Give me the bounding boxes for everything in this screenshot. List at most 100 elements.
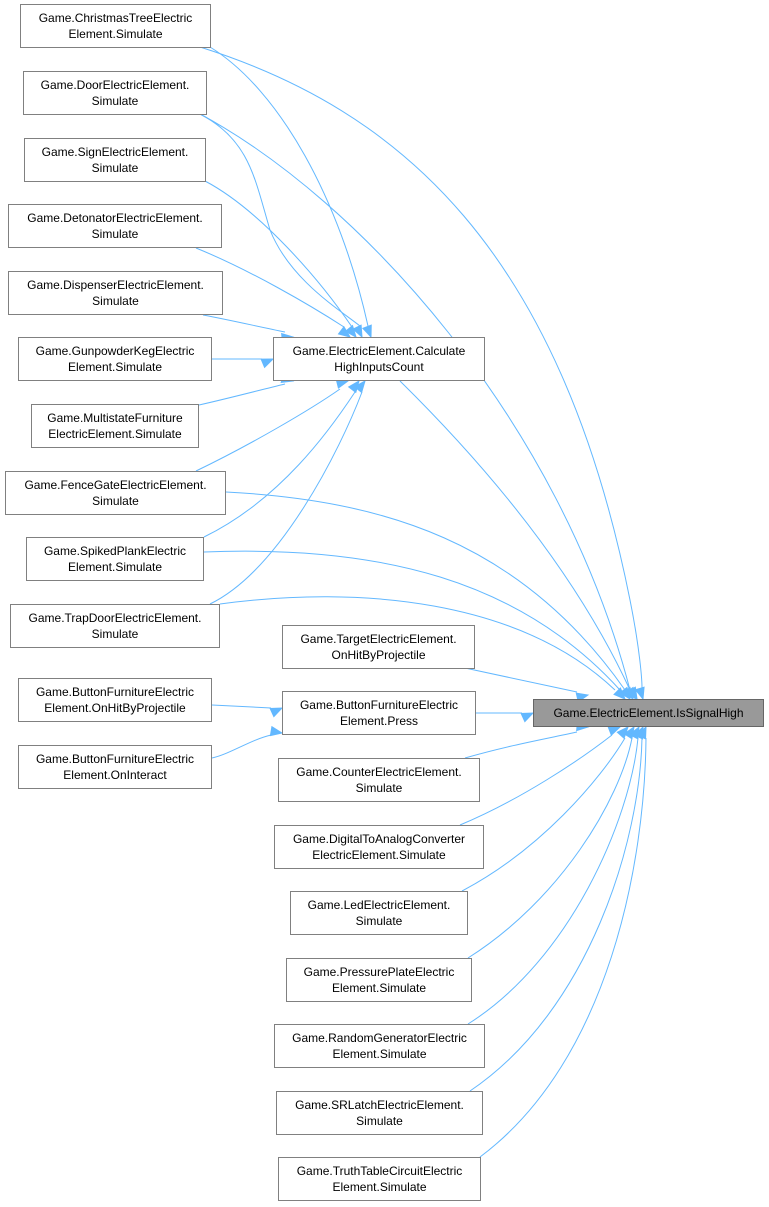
node-label-line: ElectricElement.Simulate bbox=[48, 427, 182, 441]
edge-n_door-to-target bbox=[199, 113, 638, 701]
edge-line bbox=[203, 550, 621, 691]
caller-node-dispenser[interactable]: Game.DispenserElectricElement.Simulate bbox=[8, 271, 223, 315]
node-label-line: Game.FenceGateElectricElement. bbox=[24, 478, 207, 492]
node-label-line: Element.Simulate bbox=[67, 560, 163, 574]
node-label-line: Element.OnInteract bbox=[63, 768, 167, 782]
node-label-line: Game.ButtonFurnitureElectric bbox=[35, 752, 195, 766]
node-label-line: Simulate bbox=[92, 494, 139, 508]
caller-node-trapdoor[interactable]: Game.TrapDoorElectricElement.Simulate bbox=[10, 604, 220, 648]
node-label-line: Game.SRLatchElectricElement. bbox=[295, 1098, 464, 1112]
node-label-line: Game.ButtonFurnitureElectric bbox=[299, 698, 459, 712]
edge-n_spiked-to-n_calc bbox=[203, 379, 360, 538]
caller-node-target_hit[interactable]: Game.TargetElectricElement.OnHitByProjec… bbox=[282, 625, 475, 669]
node-label-line: Element.Simulate bbox=[332, 1047, 427, 1061]
node-label-line: Game.SignElectricElement. bbox=[41, 145, 189, 159]
edge-line bbox=[469, 737, 643, 1092]
node-label-line: HighInputsCount bbox=[334, 360, 424, 374]
arrowhead-icon bbox=[636, 725, 647, 740]
edge-line bbox=[479, 737, 647, 1158]
node-label-line: Game.GunpowderKegElectric bbox=[35, 344, 195, 358]
node-label-line: Game.MultistateFurniture bbox=[47, 411, 183, 425]
node-label-line: Element.Press bbox=[339, 714, 419, 728]
edge-line bbox=[195, 388, 341, 472]
edge-line bbox=[199, 113, 631, 691]
edge-n_christmas-to-target bbox=[199, 46, 645, 701]
edge-line bbox=[203, 391, 356, 538]
node-label-line: Simulate bbox=[91, 94, 139, 108]
arrowhead-icon bbox=[634, 686, 645, 701]
node-label-line: Simulate bbox=[91, 161, 139, 175]
target-node[interactable]: Game.ElectricElement.IsSignalHigh bbox=[533, 699, 764, 727]
node-label-line: Element.OnHitByProjectile bbox=[44, 701, 186, 715]
caller-node-fencegate[interactable]: Game.FenceGateElectricElement. Simulate bbox=[5, 471, 226, 515]
edge-n_srlatch-to-target bbox=[469, 725, 644, 1092]
caller-node-srlatch[interactable]: Game.SRLatchElectricElement.Simulate bbox=[276, 1091, 483, 1135]
node-label-line: Game.TrapDoorElectricElement. bbox=[28, 611, 202, 625]
node-label-line: Simulate bbox=[91, 227, 139, 241]
node-label-line: Element.Simulate bbox=[68, 27, 163, 41]
edge-n_fencegate-to-n_calc bbox=[195, 378, 350, 472]
edge-n_trapdoor-to-target bbox=[219, 596, 626, 700]
caller-node-counter[interactable]: Game.CounterElectricElement.Simulate bbox=[278, 758, 480, 802]
edge-line bbox=[461, 737, 626, 892]
edge-n_btn_hit-to-n_btn_press bbox=[211, 704, 284, 718]
edge-line bbox=[199, 46, 643, 689]
edge-line bbox=[204, 180, 353, 328]
node-label-line: Game.DetonatorElectricElement. bbox=[27, 211, 203, 225]
node-label-line: Game.LedElectricElement. bbox=[307, 898, 451, 912]
caller-node-door[interactable]: Game.DoorElectricElement. Simulate bbox=[23, 71, 207, 115]
edge-line bbox=[195, 247, 345, 328]
node-label-line: Element.Simulate bbox=[332, 1180, 427, 1194]
edge-line bbox=[464, 731, 578, 759]
edge-line bbox=[464, 667, 578, 693]
node-label-line: Simulate bbox=[92, 294, 139, 308]
edge-line bbox=[202, 314, 286, 333]
edge-n_christmas-to-n_calc bbox=[209, 46, 372, 339]
edge-line bbox=[211, 704, 272, 709]
edge-line bbox=[209, 46, 369, 327]
node-label-line: Game.ButtonFurnitureElectric bbox=[35, 685, 195, 699]
caller-node-led[interactable]: Game.LedElectricElement. Simulate bbox=[290, 891, 468, 935]
edge-n_gunpowder-to-n_calc bbox=[212, 358, 275, 369]
edge-line bbox=[467, 737, 633, 959]
edge-line bbox=[459, 734, 613, 826]
node-label-line: Simulate bbox=[355, 914, 403, 928]
edge-n_random-to-target bbox=[467, 725, 640, 1025]
caller-node-detonator[interactable]: Game.DetonatorElectricElement. Simulate bbox=[8, 204, 222, 248]
node-label-line: Game.CounterElectricElement. bbox=[296, 765, 462, 779]
arrowhead-icon bbox=[260, 358, 275, 369]
arrowhead-icon bbox=[353, 379, 366, 394]
arrowhead-icon bbox=[269, 725, 284, 737]
node-label-line: ElectricElement.Simulate bbox=[312, 848, 446, 862]
node-label-line: Game.DoorElectricElement. bbox=[40, 78, 190, 92]
edge-line bbox=[211, 734, 272, 759]
edge-n_detonator-to-n_calc bbox=[195, 247, 352, 338]
arrowhead-icon bbox=[624, 686, 637, 701]
caller-node-sign[interactable]: Game.SignElectricElement. Simulate bbox=[24, 138, 206, 182]
node-label-line: Element.Simulate bbox=[67, 360, 163, 374]
node-label-line: Game.ElectricElement.IsSignalHigh bbox=[553, 706, 744, 720]
edge-line bbox=[399, 380, 631, 691]
edge-n_btn_press-to-target bbox=[476, 712, 535, 723]
node-label-line: Game.PressurePlateElectric bbox=[303, 965, 455, 979]
node-label-line: Game.ElectricElement.Calculate bbox=[292, 344, 466, 358]
edge-line bbox=[209, 391, 363, 605]
node-label-line: OnHitByProjectile bbox=[331, 648, 426, 662]
edge-line bbox=[467, 737, 639, 1025]
node-label-line: Game.ChristmasTreeElectric bbox=[38, 11, 193, 25]
edge-n_sign-to-n_calc bbox=[204, 180, 357, 339]
edge-n_truth-to-target bbox=[479, 725, 647, 1158]
edge-n_calc-to-target bbox=[399, 380, 637, 701]
